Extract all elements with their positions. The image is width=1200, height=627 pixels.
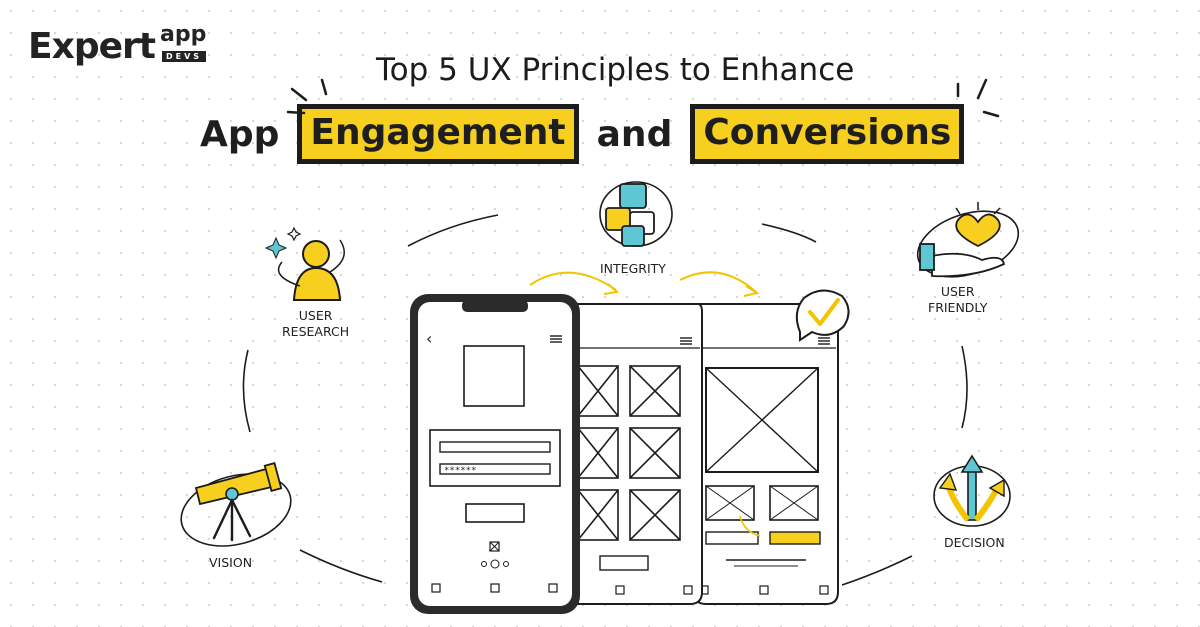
main-phone: ‹ ******: [410, 294, 580, 614]
headline-line1: Top 5 UX Principles to Enhance: [376, 52, 855, 88]
label-user-friendly: USER FRIENDLY: [928, 284, 987, 316]
circle-path: [242, 214, 968, 586]
user-research-icon: [264, 226, 345, 301]
password-mask: ******: [444, 466, 477, 476]
flow-arrows: [529, 271, 760, 349]
logo-sub: DEVS: [162, 51, 207, 62]
label-user-research: USER RESEARCH: [282, 308, 349, 340]
headline-line2: App Engagement and Conversions: [200, 104, 965, 164]
wireframe-screen-2: [574, 303, 703, 605]
label-user-research-line1: USER: [298, 308, 333, 323]
telescope-icon: [180, 462, 292, 547]
headline-sparks: [286, 78, 1000, 118]
headline-word-app: App: [200, 113, 280, 155]
label-user-friendly-line1: USER: [940, 284, 975, 299]
back-chevron-icon: ‹: [426, 329, 432, 348]
arrows-decision-icon: [933, 454, 1011, 527]
label-user-research-line2: RESEARCH: [282, 324, 350, 339]
checkmark-bubble-icon: [795, 289, 850, 342]
logo-wordmark: Expert: [28, 26, 156, 67]
label-vision: VISION: [209, 555, 253, 570]
highlight-engagement: Engagement: [297, 104, 579, 164]
headline-joiner: and: [596, 113, 673, 155]
label-decision: DECISION: [944, 535, 1005, 550]
puzzle-icon: [599, 181, 673, 247]
wireframe-screen-3: [693, 303, 839, 605]
logo-superscript: app: [160, 22, 207, 47]
label-integrity: INTEGRITY: [600, 261, 666, 276]
label-user-friendly-line2: FRIENDLY: [928, 300, 988, 315]
highlight-conversions: Conversions: [690, 104, 965, 164]
heart-hand-icon: [916, 202, 1020, 278]
